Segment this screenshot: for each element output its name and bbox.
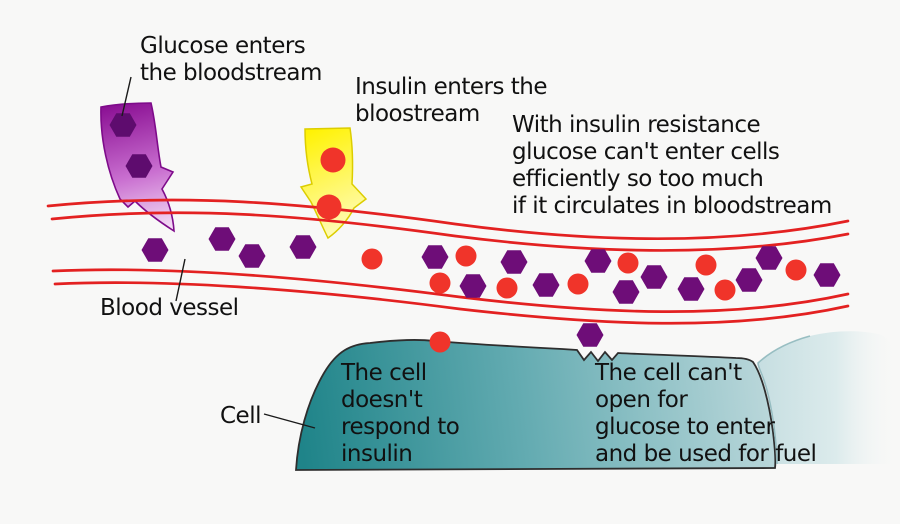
glucose-molecule xyxy=(208,227,236,251)
cell-label: Cell xyxy=(220,403,262,429)
glucose-molecule xyxy=(584,249,612,273)
vessel-wall-top-inner xyxy=(50,211,850,252)
insulin-resistance-note: With insulin resistance glucose can't en… xyxy=(512,112,832,220)
vessel-wall-bottom-inner xyxy=(51,268,850,313)
cell-no-response-note: The cell doesn't respond to insulin xyxy=(341,360,460,468)
glucose-arrow-label-line2: the bloodstream xyxy=(140,60,322,86)
glucose-molecule xyxy=(500,250,528,274)
insulin-arrow-label-line2: bloostream xyxy=(355,101,480,127)
cell-crevice-edge xyxy=(757,335,811,465)
insulin-molecule xyxy=(714,279,736,301)
cell-cant-open-note-line3: glucose to enter xyxy=(595,414,775,440)
insulin-molecule xyxy=(567,273,589,295)
insulin-molecules xyxy=(316,147,807,353)
glucose-molecule xyxy=(640,265,668,289)
cell-no-response-note-line2: doesn't xyxy=(341,387,423,413)
vessel-wall-bottom-outer xyxy=(53,281,850,325)
insulin-molecule xyxy=(785,259,807,281)
glucose-molecule xyxy=(735,268,763,292)
vessel-wall-top-outer xyxy=(46,198,850,240)
glucose-molecule xyxy=(141,238,169,262)
cell-no-response-note-line3: respond to xyxy=(341,414,460,440)
glucose-molecule xyxy=(532,273,560,297)
insulin-molecule xyxy=(617,252,639,274)
insulin-molecule xyxy=(361,248,383,270)
insulin-molecule xyxy=(320,147,346,173)
insulin-molecule xyxy=(496,277,518,299)
insulin-resistance-note-line4: if it circulates in bloodstream xyxy=(512,193,832,219)
cell-cant-open-note-line2: open for xyxy=(595,387,688,413)
insulin-resistance-note-line2: glucose can't enter cells xyxy=(512,139,780,165)
glucose-molecule xyxy=(576,323,604,347)
cell-no-response-note-line1: The cell xyxy=(341,360,427,386)
insulin-resistance-note-line1: With insulin resistance xyxy=(512,112,761,138)
insulin-resistance-note-line3: efficiently so too much xyxy=(512,166,764,192)
cell-body xyxy=(295,339,777,471)
glucose-molecule xyxy=(459,274,487,298)
insulin-molecule xyxy=(429,272,451,294)
insulin-molecule xyxy=(316,194,342,220)
glucose-molecule xyxy=(677,277,705,301)
glucose-molecule xyxy=(421,245,449,269)
pointer-lines xyxy=(121,76,316,429)
glucose-arrow-label: Glucose enters the bloodstream xyxy=(140,33,322,87)
insulin-arrow-label-line1: Insulin enters the xyxy=(355,74,547,100)
cell-cant-open-note-line1: The cell can't xyxy=(595,360,742,386)
glucose-molecules-in-arrow xyxy=(109,113,153,178)
blood-vessel-walls xyxy=(46,198,850,325)
cell-cant-open-note: The cell can't open for glucose to enter… xyxy=(595,360,817,468)
cell-right-lobe xyxy=(758,331,896,464)
cell-no-response-note-line4: insulin xyxy=(341,441,413,467)
blood-vessel-label-pointer xyxy=(175,258,186,302)
glucose-molecule xyxy=(238,244,266,268)
glucose-molecule xyxy=(109,113,137,137)
glucose-molecule xyxy=(289,235,317,259)
glucose-label-pointer xyxy=(121,76,132,117)
glucose-molecule xyxy=(755,246,783,270)
glucose-molecule xyxy=(612,280,640,304)
glucose-molecule xyxy=(125,154,153,178)
glucose-arrow-label-line1: Glucose enters xyxy=(140,33,306,59)
insulin-molecule xyxy=(455,245,477,267)
insulin-molecule xyxy=(695,254,717,276)
insulin-arrow-label: Insulin enters the bloostream xyxy=(355,74,547,128)
insulin-molecule xyxy=(429,331,451,353)
cell-cant-open-note-line4: and be used for fuel xyxy=(595,441,817,467)
glucose-molecule xyxy=(813,263,841,287)
glucose-molecules xyxy=(141,227,841,347)
cell-label-pointer xyxy=(263,413,316,429)
blood-vessel-label: Blood vessel xyxy=(100,295,239,321)
